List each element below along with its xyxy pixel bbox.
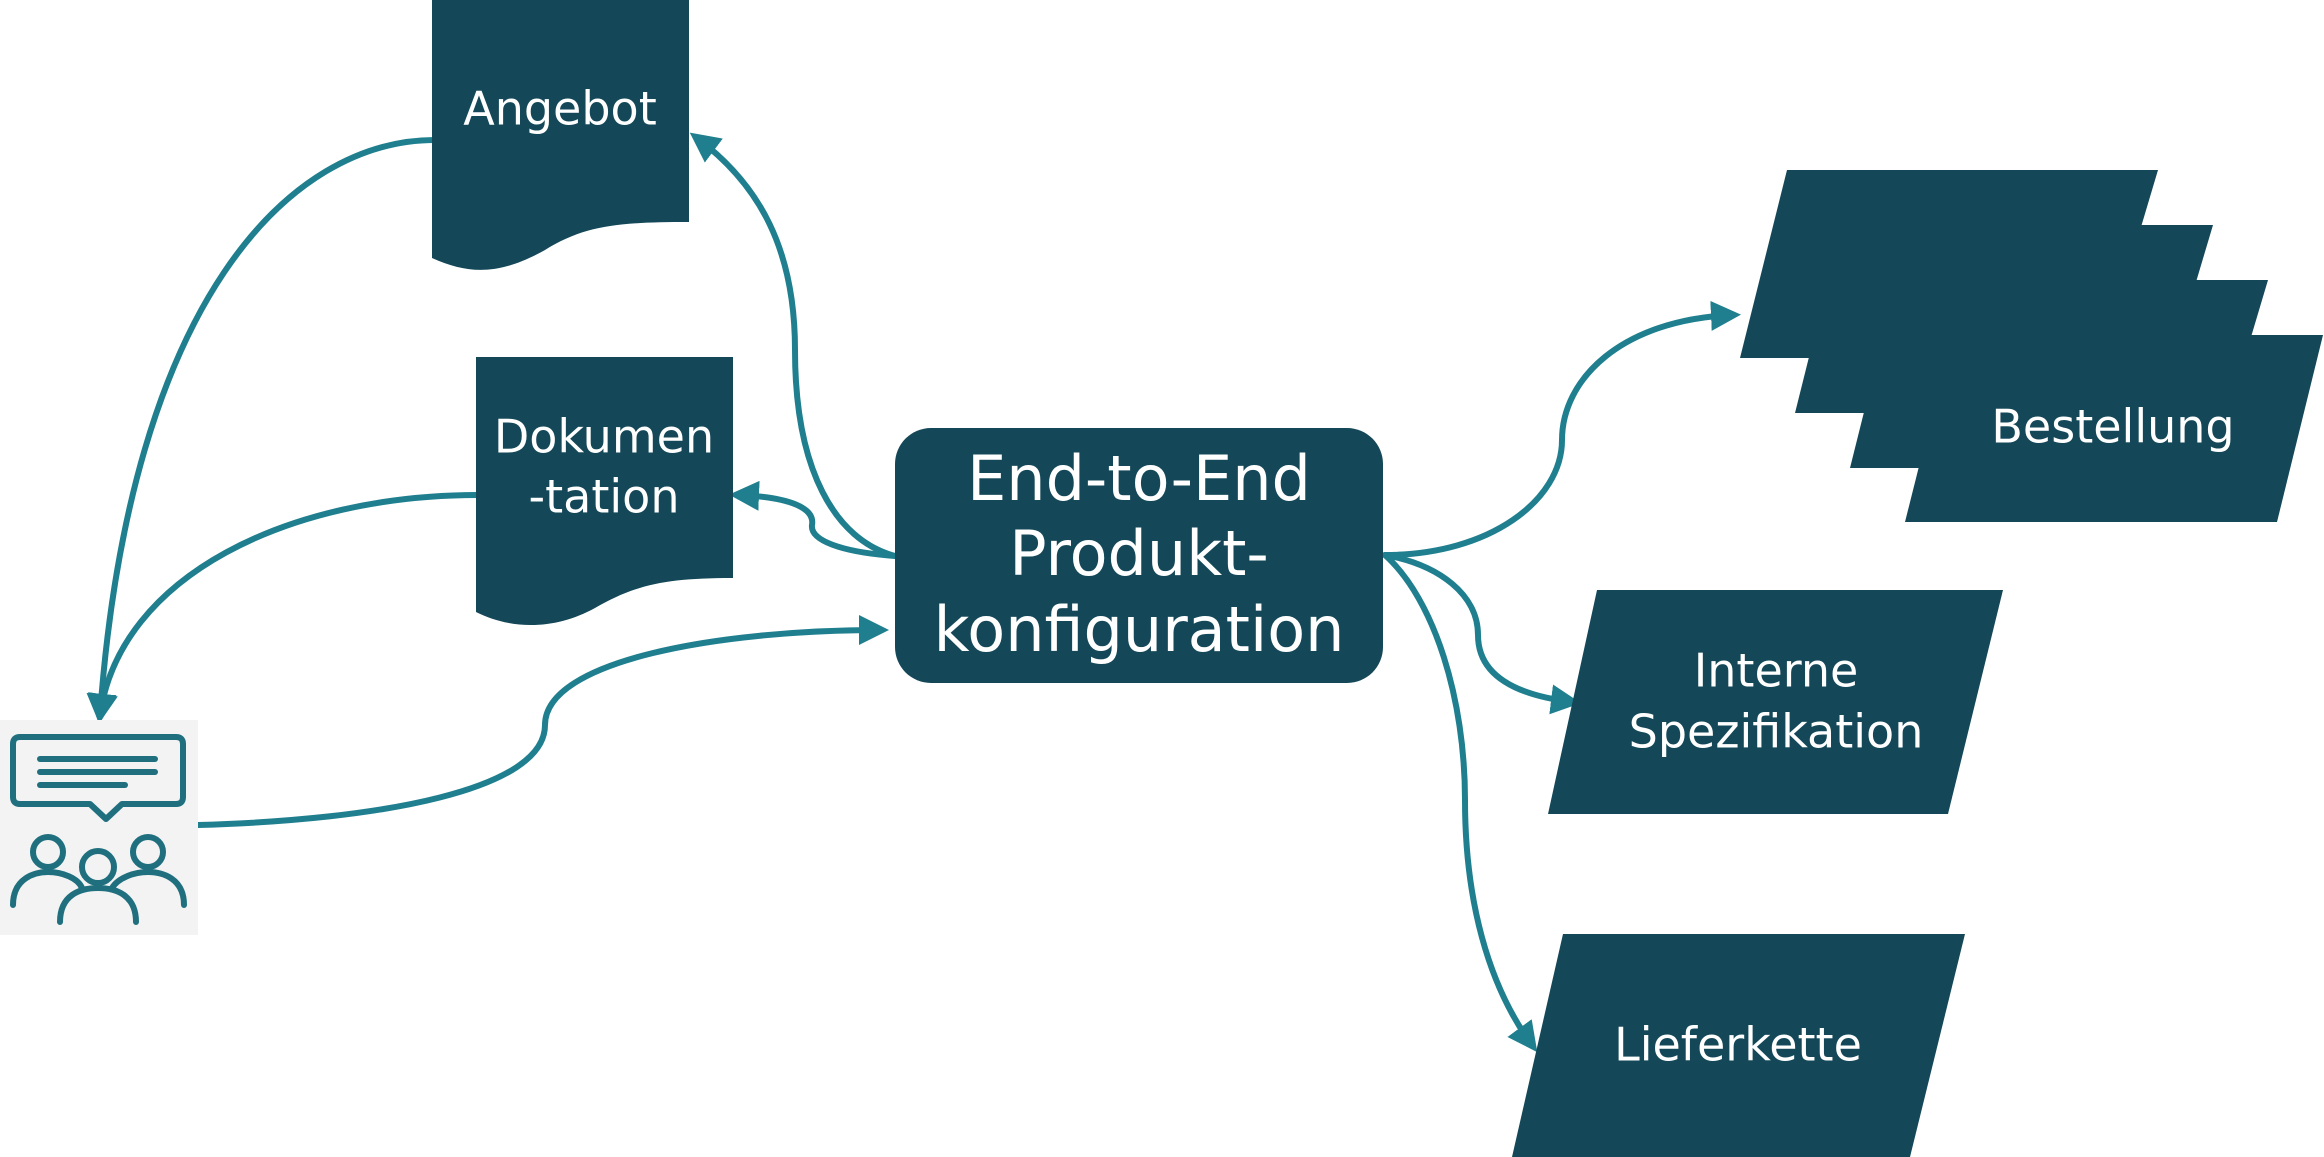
- connector-angebot-to-meeting: [86, 137, 438, 724]
- node-angebot: Angebot: [432, 0, 689, 270]
- bestellung-shape-front: [1905, 335, 2323, 522]
- connector-dokumentation-to-meeting: [88, 492, 481, 724]
- center-box: [895, 428, 1383, 683]
- connector-center-to-lieferkette: [1382, 552, 1538, 1053]
- node-interne-spezifikation: Interne Spezifikation: [1548, 590, 2003, 814]
- dokumentation-label-line1: Dokumen: [494, 410, 714, 464]
- center-label-line1: End-to-End: [967, 442, 1311, 515]
- connector-center-to-dokumentation: [729, 480, 898, 559]
- connector-meeting-to-center: [195, 615, 889, 828]
- connectors: [86, 132, 1741, 1053]
- lieferkette-shape: [1512, 934, 1965, 1157]
- connector-center-to-angebot: [689, 132, 898, 559]
- meeting-people-icon: [0, 720, 198, 935]
- node-lieferkette: Lieferkette: [1512, 934, 1965, 1157]
- connector-center-to-bestellung: [1382, 300, 1741, 558]
- node-center: End-to-End Produkt- konfiguration: [895, 428, 1383, 683]
- angebot-label: Angebot: [463, 82, 657, 136]
- node-bestellung: Bestellung: [1740, 170, 2323, 522]
- spezifikation-shape: [1548, 590, 2003, 814]
- center-label-line2: Produkt-: [1009, 517, 1269, 590]
- center-label-line3: konfiguration: [934, 593, 1345, 666]
- spezifikation-label-line1: Interne: [1694, 644, 1859, 698]
- dokumentation-label-line2: -tation: [529, 470, 680, 524]
- connector-center-to-spezifikation: [1382, 552, 1581, 715]
- bestellung-label: Bestellung: [1991, 400, 2234, 454]
- document-shape-angebot: [432, 0, 689, 270]
- spezifikation-label-line2: Spezifikation: [1629, 705, 1924, 759]
- node-dokumentation: Dokumen -tation: [476, 357, 733, 626]
- document-shape-dokumentation: [476, 357, 733, 626]
- lieferkette-label: Lieferkette: [1614, 1018, 1862, 1072]
